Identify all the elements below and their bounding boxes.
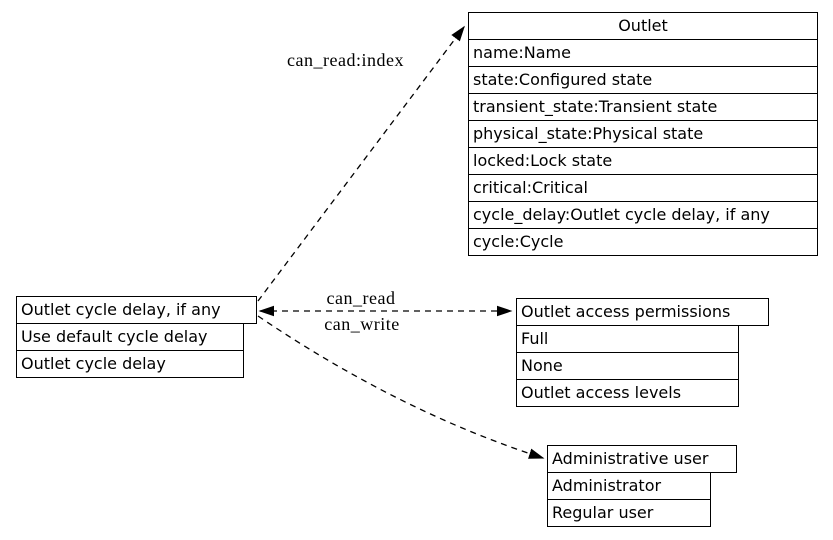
node-outlet: Outlet name:Name state:Configured state … xyxy=(468,12,818,256)
table-row: Full xyxy=(516,325,739,353)
table-row: state:Configured state xyxy=(468,66,818,94)
table-row: cycle_delay:Outlet cycle delay, if any xyxy=(468,201,818,229)
edge-label-can-read-index: can_read:index xyxy=(287,50,404,70)
table-row: critical:Critical xyxy=(468,174,818,202)
table-row: Outlet access levels xyxy=(516,379,739,407)
node-outlet-access-permissions: Outlet access permissions Full None Outl… xyxy=(516,298,769,407)
table-row: Regular user xyxy=(547,499,711,527)
table-row: cycle:Cycle xyxy=(468,228,818,256)
table-row: name:Name xyxy=(468,39,818,67)
node-administrative-user: Administrative user Administrator Regula… xyxy=(547,445,737,527)
edge-label-can-read: can_read xyxy=(326,288,396,308)
node-outlet-cycle-delay-title: Outlet cycle delay, if any xyxy=(16,296,257,324)
node-outlet-access-permissions-title: Outlet access permissions xyxy=(516,298,769,326)
node-administrative-user-title: Administrative user xyxy=(547,445,737,473)
edge-can-read-index xyxy=(257,25,465,302)
table-row: locked:Lock state xyxy=(468,147,818,175)
node-outlet-cycle-delay: Outlet cycle delay, if any Use default c… xyxy=(16,296,257,378)
table-row: Outlet cycle delay xyxy=(16,350,244,378)
table-row: None xyxy=(516,352,739,380)
edge-to-administrative-user xyxy=(257,315,545,459)
edge-label-can-write: can_write xyxy=(324,314,400,334)
table-row: physical_state:Physical state xyxy=(468,120,818,148)
table-row: Administrator xyxy=(547,472,711,500)
table-row: transient_state:Transient state xyxy=(468,93,818,121)
node-outlet-title: Outlet xyxy=(468,12,818,40)
table-row: Use default cycle delay xyxy=(16,323,244,351)
